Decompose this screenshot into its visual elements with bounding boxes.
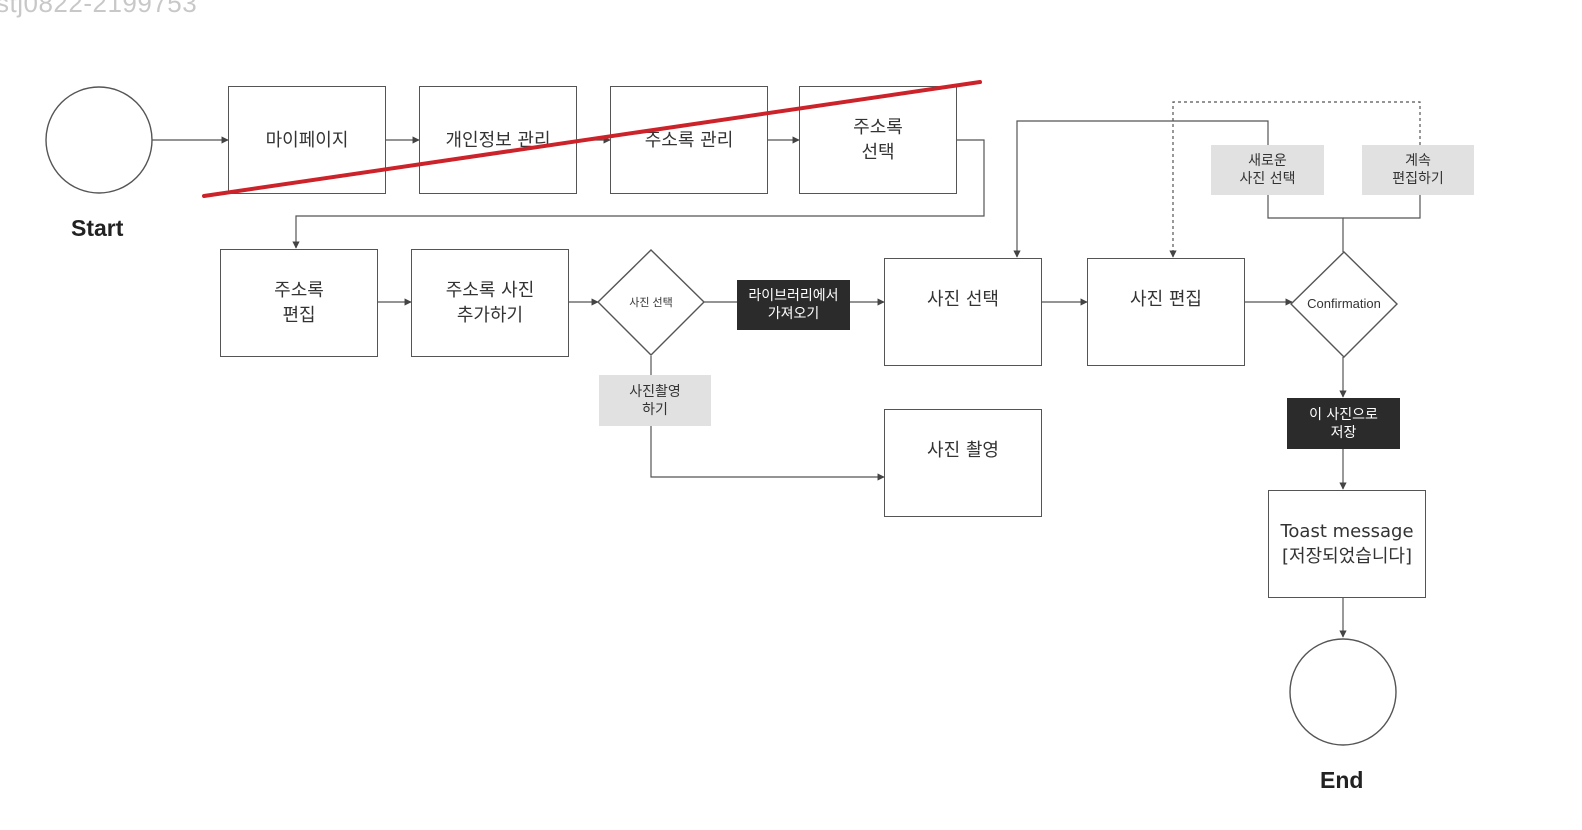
decision-photo-choice-label: 사진 선택 xyxy=(629,297,673,309)
decision-confirmation-label: Confirmation xyxy=(1307,296,1381,311)
edge-confirm-continue xyxy=(1343,195,1421,219)
strike-line xyxy=(202,80,982,198)
step-address-edit: 주소록 편집 xyxy=(220,249,378,357)
edge-new-photo-loop xyxy=(1013,120,1269,258)
step-photo-select: 사진 선택 xyxy=(884,258,1042,366)
edge-takephoto xyxy=(650,426,885,481)
edge-confirm-new-photo xyxy=(1267,195,1344,252)
step-photo-take: 사진 촬영 xyxy=(884,409,1042,517)
decision-confirmation-shape xyxy=(1290,251,1398,358)
watermark-text: stj0822-2199753 xyxy=(0,0,198,18)
tag-continue-edit: 계속 편집하기 xyxy=(1362,145,1474,195)
edge-continue-loop xyxy=(1169,101,1421,258)
tag-save-this-photo: 이 사진으로 저장 xyxy=(1287,398,1400,449)
step-photo-edit: 사진 편집 xyxy=(1087,258,1245,366)
step-mypage: 마이페이지 xyxy=(228,86,386,194)
start-label: Start xyxy=(71,215,124,241)
step-privacy-manage: 개인정보 관리 xyxy=(419,86,577,194)
step-toast-message: Toast message [저장되었습니다] xyxy=(1268,490,1426,598)
end-circle xyxy=(1289,638,1397,746)
step-add-photo: 주소록 사진 추가하기 xyxy=(411,249,569,357)
tag-new-photo-select: 새로운 사진 선택 xyxy=(1211,145,1324,195)
decision-photo-choice-shape xyxy=(597,249,705,356)
step-address-select: 주소록 선택 xyxy=(799,86,957,194)
step-address-manage: 주소록 관리 xyxy=(610,86,768,194)
tag-from-library: 라이브러리에서 가져오기 xyxy=(737,280,850,330)
end-label: End xyxy=(1320,767,1364,793)
edge-select-edit xyxy=(292,139,985,249)
tag-take-photo: 사진촬영 하기 xyxy=(599,375,711,426)
